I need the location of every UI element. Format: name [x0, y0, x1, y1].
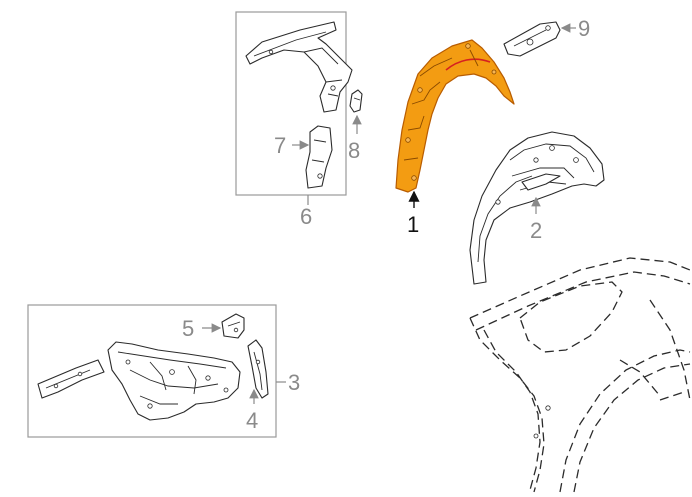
group-box-3 [27, 304, 277, 438]
bracket-part-5 [221, 313, 245, 339]
callout-6: 6 [300, 204, 312, 229]
bracket-part-8 [349, 89, 363, 113]
callout-4: 4 [246, 408, 258, 433]
callout-3: 3 [288, 370, 300, 395]
reinforcement-part-4 [247, 339, 269, 399]
group-box-6 [235, 11, 347, 196]
callout-5: 5 [182, 316, 194, 341]
vehicle-body-outline [469, 257, 691, 493]
callout-8: 8 [348, 138, 360, 163]
pillar-piece-part-7 [305, 125, 333, 189]
wheelhouse-inner-panel-part-2 [469, 131, 605, 285]
wheelhouse-outer-panel-part-1 [395, 39, 515, 193]
bracket-part-9 [503, 21, 561, 57]
quarter-inner-panel-part [37, 341, 241, 421]
callout-9: 9 [578, 16, 590, 41]
callout-2: 2 [530, 218, 542, 243]
callout-1: 1 [407, 212, 419, 237]
pillar-reinforcement-part [245, 21, 353, 113]
callout-7: 7 [274, 133, 286, 158]
